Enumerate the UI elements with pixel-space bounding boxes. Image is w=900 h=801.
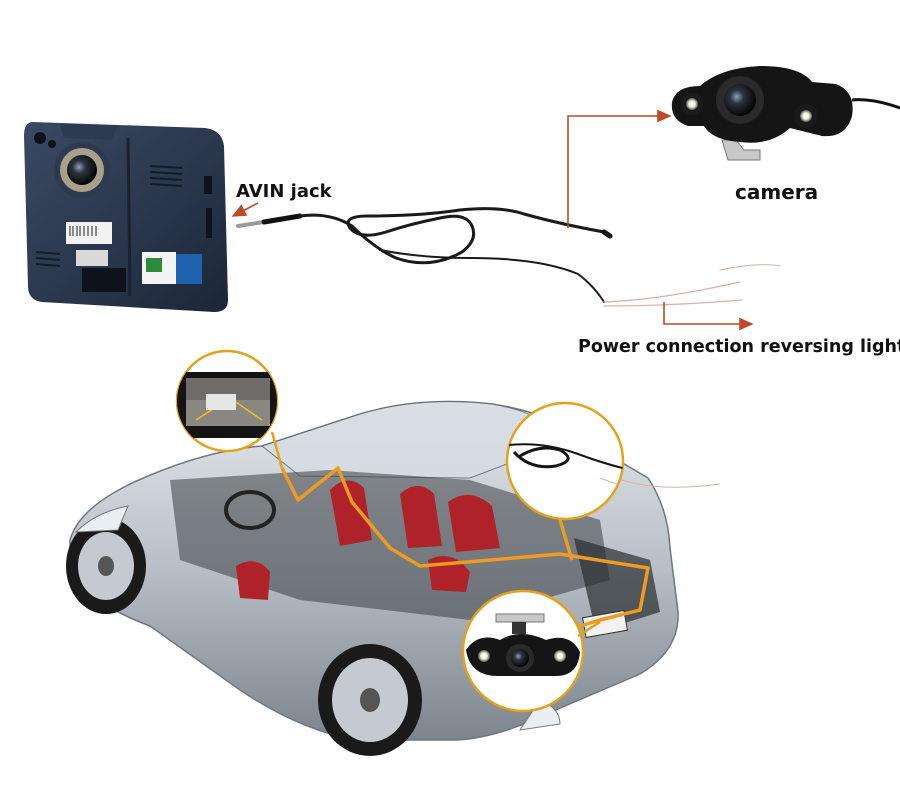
rear-camera-icon <box>671 66 900 161</box>
power-connection-label: Power connection reversing light <box>578 337 900 357</box>
avin-jack-label: AVIN jack <box>236 181 332 202</box>
monitor-callout <box>175 349 284 469</box>
camera-callout <box>461 589 601 713</box>
cable-icon <box>236 207 781 307</box>
cable-callout <box>505 401 721 541</box>
camera-label: camera <box>735 180 819 204</box>
gps-navigator-icon <box>24 122 228 312</box>
avin-arrow <box>231 202 259 217</box>
power-arrow <box>663 302 754 331</box>
camera-arrow <box>567 109 672 228</box>
